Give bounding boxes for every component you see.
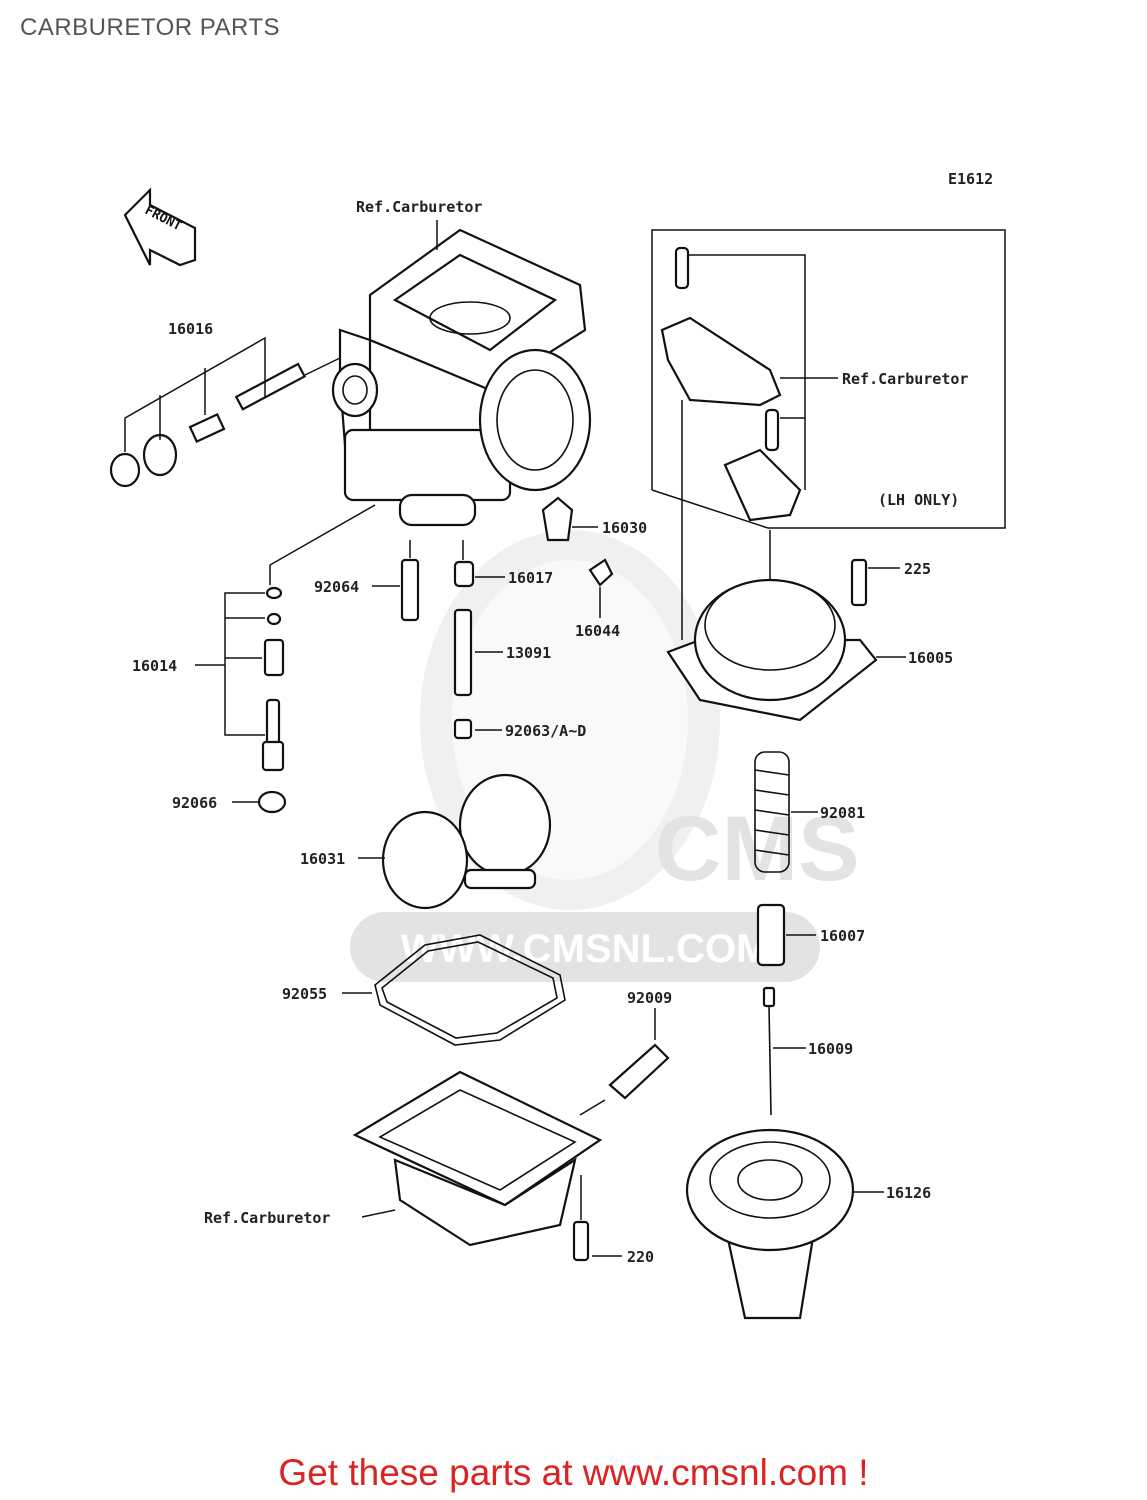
needle-holder-16007 (756, 903, 786, 967)
callout-92063: 92063/A~D (505, 722, 586, 740)
callout-92081: 92081 (820, 804, 865, 822)
callout-220: 220 (627, 1248, 654, 1266)
callout-16017: 16017 (508, 569, 553, 587)
screw-225 (850, 558, 868, 607)
lh-only-note: (LH ONLY) (878, 491, 959, 509)
callout-16016: 16016 (168, 320, 213, 338)
pilot-screw-assembly (109, 336, 341, 488)
needle-jet-13091 (453, 608, 473, 697)
ref-carburetor-label-bottom: Ref.Carburetor (204, 1209, 330, 1227)
float-bowl (352, 1070, 603, 1247)
ref-carburetor-label-right: Ref.Carburetor (842, 370, 968, 388)
drain-screw-92009 (608, 1043, 670, 1100)
needle-jet-holder-16017 (453, 560, 475, 588)
front-arrow-icon: FRONT (123, 187, 197, 267)
callout-16009: 16009 (808, 1040, 853, 1058)
callout-16005: 16005 (908, 649, 953, 667)
callout-16044: 16044 (575, 622, 620, 640)
watermark-url: WWW.CMSNL.COM (401, 927, 770, 971)
callout-92066: 92066 (172, 794, 217, 812)
callout-92064: 92064 (314, 578, 359, 596)
float-valve-16030 (541, 496, 574, 542)
callout-16014: 16014 (132, 657, 177, 675)
callout-92009: 92009 (627, 989, 672, 1007)
lh-only-inset (651, 229, 1006, 640)
figure-code: E1612 (948, 170, 993, 188)
callout-16126: 16126 (886, 1184, 931, 1202)
callout-16030: 16030 (602, 519, 647, 537)
footer-cta-link[interactable]: Get these parts at www.cmsnl.com ! (278, 1452, 869, 1493)
pilot-jet-92064 (400, 558, 420, 622)
jet-needle-16009 (762, 986, 776, 1008)
spring-92081 (754, 751, 790, 873)
clip-16044 (588, 558, 614, 587)
callout-16031: 16031 (300, 850, 345, 868)
diaphragm-slide-16126 (685, 1128, 855, 1320)
starter-plunger-assembly (195, 504, 376, 772)
watermark-brand: CMS (655, 798, 859, 900)
float-16031 (381, 773, 552, 910)
top-cover-16005 (666, 578, 878, 722)
gasket-92055 (374, 934, 566, 1046)
main-jet-92063 (453, 718, 473, 740)
callout-225: 225 (904, 560, 931, 578)
screw-220 (572, 1220, 590, 1262)
page-title: CARBURETOR PARTS (20, 14, 281, 41)
callout-13091: 13091 (506, 644, 551, 662)
callout-92055: 92055 (282, 985, 327, 1003)
callout-16007: 16007 (820, 927, 865, 945)
cap-92066 (257, 790, 287, 814)
ref-carburetor-label-top: Ref.Carburetor (356, 198, 482, 216)
carburetor-body (331, 220, 592, 527)
